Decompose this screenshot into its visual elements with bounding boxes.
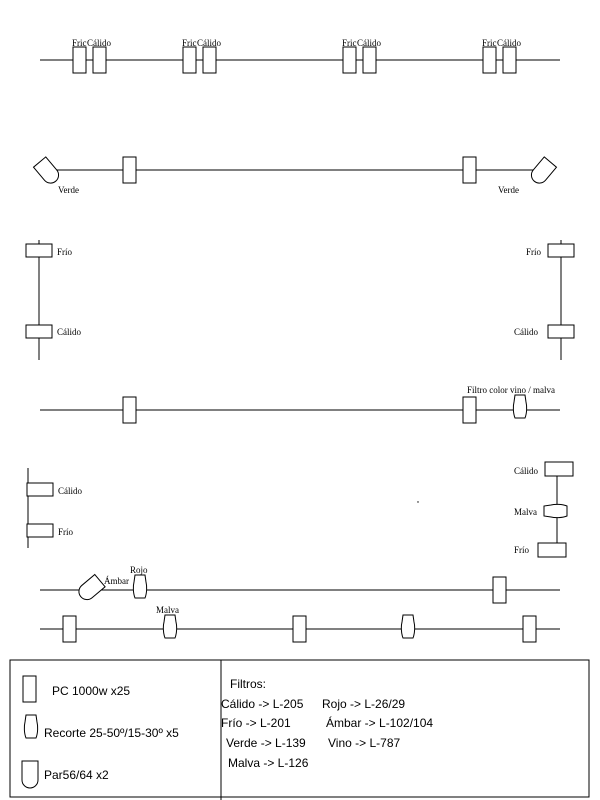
label-calido: Cálido [357, 38, 381, 48]
legend-recorte-label: Recorte 25-50º/15-30º x5 [44, 726, 179, 740]
pc-unit [122, 396, 137, 424]
label-malva: Malva [514, 507, 537, 517]
label-calido: Cálido [87, 38, 111, 48]
label-frio: Frío [526, 247, 542, 257]
par-unit [78, 573, 106, 601]
pc-unit [25, 243, 53, 258]
label-filtro-vino-malva: Filtro color vino / malva [467, 385, 555, 395]
label-calido: Cálido [514, 327, 538, 337]
pc-unit [462, 396, 477, 424]
filtro-item: Vino -> L-787 [328, 736, 400, 750]
pc-unit [182, 46, 197, 74]
label-frio: Frío [58, 527, 74, 537]
pc-unit [122, 156, 137, 184]
label-calido: Cálido [514, 466, 538, 476]
pc-unit [544, 461, 574, 477]
pc-unit [492, 576, 507, 604]
pc-unit [72, 46, 87, 74]
label-verde: Verde [498, 185, 519, 195]
pc-unit [25, 324, 53, 339]
filtro-item: Verde -> L-139 [226, 736, 306, 750]
pc-unit [62, 615, 77, 643]
pc-unit [547, 324, 575, 339]
bar-1: Fric Cálido Fric Cálido Fric Cálido Fric… [40, 38, 560, 74]
label-verde: Verde [58, 185, 79, 195]
label-frio: Frío [57, 247, 73, 257]
pc-unit [537, 542, 567, 558]
side-booms-upper: Frío Cálido Frío Cálido [25, 240, 575, 360]
pc-unit [362, 46, 377, 74]
filtro-item: Rojo -> L-26/29 [322, 697, 405, 711]
legend: PC 1000w x25 Recorte 25-50º/15-30º x5 Pa… [9, 659, 590, 800]
pc-unit [92, 46, 107, 74]
pc-unit [26, 482, 54, 497]
filtro-item: Frío -> L-201 [221, 716, 291, 730]
label-frio: Fric [72, 38, 87, 48]
legend-pc-label: PC 1000w x25 [52, 684, 130, 698]
bar-6: Ámbar Rojo [40, 565, 560, 604]
stray-dot [417, 501, 419, 503]
label-calido: Cálido [57, 327, 81, 337]
bar-7: Malva [40, 605, 560, 643]
filtro-item: Cálido -> L-205 [221, 697, 304, 711]
pc-unit [26, 523, 54, 538]
label-frio: Fric [342, 38, 357, 48]
recorte-unit [543, 503, 568, 519]
pc-unit [342, 46, 357, 74]
label-frio: Fric [182, 38, 197, 48]
par-unit [530, 156, 558, 184]
label-ambar: Ámbar [104, 576, 129, 586]
label-rojo: Rojo [130, 565, 148, 575]
pc-unit [202, 46, 217, 74]
legend-par-label: Par56/64 x2 [44, 768, 109, 782]
bar-4: Filtro color vino / malva [40, 385, 560, 424]
pc-unit [502, 46, 517, 74]
label-calido: Cálido [58, 486, 82, 496]
recorte-unit [162, 614, 178, 639]
bar-2: Verde Verde [32, 156, 558, 195]
filtro-item: Malva -> L-126 [228, 756, 309, 770]
label-malva: Malva [156, 605, 179, 615]
pc-unit [522, 615, 537, 643]
recorte-unit [400, 614, 416, 639]
filtros-title: Filtros: [230, 677, 266, 691]
legend-recorte-icon [23, 714, 39, 739]
pc-unit [482, 46, 497, 74]
legend-pc-icon [22, 675, 37, 703]
filtro-item: Ámbar -> L-102/104 [326, 715, 433, 730]
recorte-unit [512, 394, 528, 419]
label-calido: Cálido [197, 38, 221, 48]
label-calido: Cálido [497, 38, 521, 48]
recorte-unit [132, 574, 148, 599]
pc-unit [547, 243, 575, 258]
label-frio: Fric [482, 38, 497, 48]
label-frio: Frío [514, 545, 530, 555]
pc-unit [462, 156, 477, 184]
par-unit [32, 156, 60, 184]
pc-unit [292, 615, 307, 643]
legend-par-icon [21, 760, 39, 789]
side-booms-lower: Cálido Frío Cálido Malva Frío [26, 461, 574, 558]
